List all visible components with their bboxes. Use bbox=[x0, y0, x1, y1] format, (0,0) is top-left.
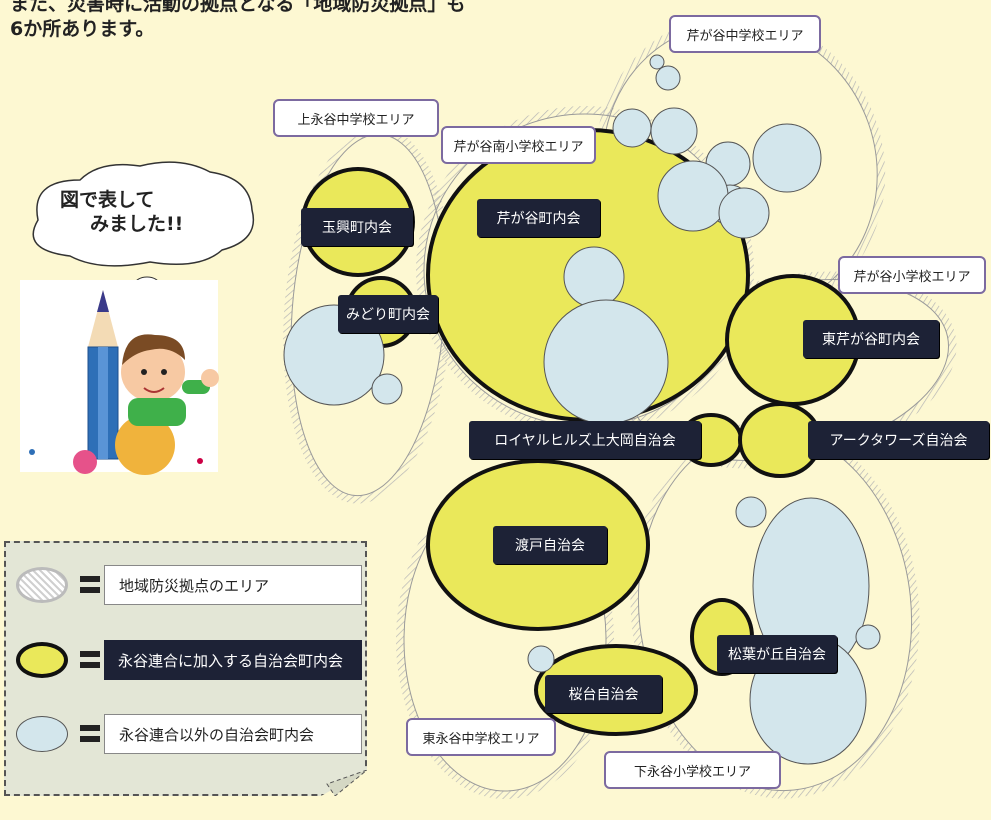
assoc-label-higashi-serigaya: 東芹が谷町内会 bbox=[803, 320, 939, 358]
legend-page-curl bbox=[321, 770, 367, 796]
bubble-text: 図で表して みました!! bbox=[60, 188, 210, 236]
bubble-line-2: みました!! bbox=[90, 213, 184, 235]
area-label-shimonagaya-es: 下永谷小学校エリア bbox=[604, 751, 781, 789]
assoc-label-midori: みどり町内会 bbox=[338, 295, 438, 333]
legend-other-swatch bbox=[16, 716, 68, 752]
child-pencil-illustration bbox=[20, 280, 219, 475]
legend-equals-icon bbox=[80, 725, 100, 742]
area-label-higashinagaya-jh: 東永谷中学校エリア bbox=[406, 718, 556, 756]
legend-member-label: 永谷連合に加入する自治会町内会 bbox=[104, 640, 362, 680]
assoc-label-watado: 渡戸自治会 bbox=[493, 526, 607, 564]
assoc-label-shoyogaoka: 松葉が丘自治会 bbox=[717, 635, 837, 673]
assoc-label-serigaya: 芹が谷町内会 bbox=[477, 199, 600, 237]
intro-line-2: 6か所あります。 bbox=[10, 18, 155, 40]
intro-line-1: また、災害時に活動の拠点となる「地域防災拠点」も bbox=[10, 0, 466, 15]
legend-equals-icon bbox=[80, 576, 100, 593]
area-label-kaminagaya-jh: 上永谷中学校エリア bbox=[273, 99, 439, 137]
legend-equals-icon bbox=[80, 651, 100, 668]
legend-member-swatch bbox=[16, 642, 68, 678]
area-label-serigaya-es: 芹が谷小学校エリア bbox=[838, 256, 986, 294]
assoc-label-sakuradai: 桜台自治会 bbox=[545, 675, 662, 713]
legend-panel: 地域防災拠点のエリア 永谷連合に加入する自治会町内会 永谷連合以外の自治会町内会 bbox=[4, 541, 367, 796]
legend-area-label: 地域防災拠点のエリア bbox=[104, 565, 362, 605]
legend-other-label: 永谷連合以外の自治会町内会 bbox=[104, 714, 362, 754]
area-label-serigaya-minami-es: 芹が谷南小学校エリア bbox=[441, 126, 596, 164]
assoc-label-royal-hills: ロイヤルヒルズ上大岡自治会 bbox=[469, 421, 701, 459]
legend-area-swatch bbox=[16, 567, 68, 603]
bubble-line-1: 図で表して bbox=[60, 189, 155, 211]
assoc-label-arc-towers: アークタワーズ自治会 bbox=[808, 421, 989, 459]
area-label-serigaya-jh: 芹が谷中学校エリア bbox=[669, 15, 821, 53]
assoc-label-tamaoki: 玉興町内会 bbox=[301, 208, 413, 246]
intro-text: また、災害時に活動の拠点となる「地域防災拠点」も 6か所あります。 bbox=[10, 0, 465, 42]
